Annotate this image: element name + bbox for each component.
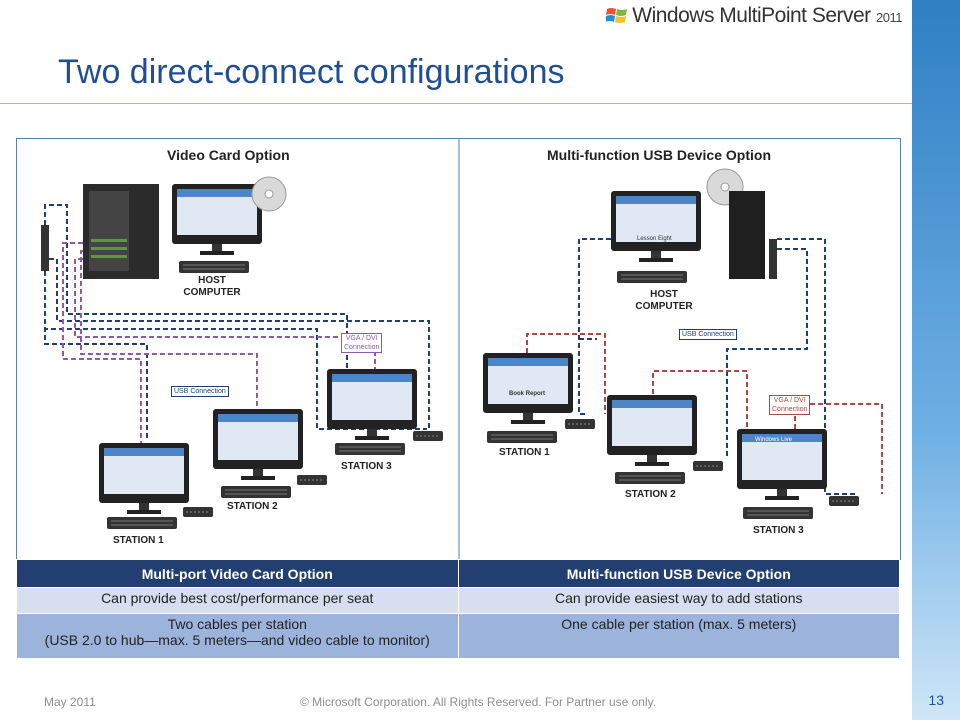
right-vga-cables [526, 333, 883, 494]
left-host-disc-icon [251, 176, 287, 212]
right-accent-bar [912, 0, 960, 720]
left-station-3-label: STATION 3 [341, 461, 392, 472]
left-station-1-hub [182, 506, 214, 518]
right-station-1-label: STATION 1 [499, 447, 550, 458]
logo-text: Windows MultiPoint Server 2011 [632, 4, 902, 27]
left-hub [41, 225, 49, 271]
table-cell: One cable per station (max. 5 meters) [457, 613, 900, 659]
table-row: Two cables per station (USB 2.0 to hub—m… [16, 613, 900, 659]
windows-multipoint-logo: Windows MultiPoint Server 2011 [606, 4, 902, 28]
right-station-2-monitor [607, 395, 697, 466]
comparison-table: Multi-port Video Card Option Multi-funct… [16, 559, 900, 659]
left-vga-connection-label: VGA / DVI Connection [341, 333, 383, 353]
logo-year: 2011 [876, 10, 902, 25]
left-vga-cables [62, 242, 376, 444]
table-header-usb-device: Multi-function USB Device Option [457, 559, 900, 588]
left-station-3-hub [412, 430, 444, 442]
left-station-2-monitor [213, 409, 303, 480]
host-screen-text: Lesson Eight [637, 236, 672, 242]
table-row: Can provide best cost/performance per se… [16, 587, 900, 614]
right-station-3-keyboard [742, 506, 814, 520]
left-station-1-monitor [99, 443, 189, 514]
station1-screen-text: Book Report [509, 391, 545, 397]
diagram-graphics [41, 139, 883, 559]
left-station-2-label: STATION 2 [227, 501, 278, 512]
table-cell: Can provide easiest way to add stations [457, 587, 900, 614]
right-station-3-label: STATION 3 [753, 525, 804, 536]
left-host-keyboard [178, 260, 250, 274]
right-usb-cables [578, 238, 857, 495]
left-host-label: HOST COMPUTER [183, 275, 241, 298]
left-host-tower [83, 184, 159, 279]
table-cell: Two cables per station (USB 2.0 to hub—m… [16, 613, 459, 659]
left-host-monitor [172, 184, 262, 255]
slide-title: Two direct-connect configurations [58, 53, 565, 91]
page-number: 13 [928, 692, 944, 708]
station3-screen-text: Windows Live [755, 437, 793, 443]
footer-date: May 2011 [44, 695, 96, 709]
right-station-2-keyboard [614, 471, 686, 485]
footer-copyright: © Microsoft Corporation. All Rights Rese… [300, 695, 657, 709]
windows-flag-icon [606, 8, 628, 23]
right-host-keyboard [616, 270, 688, 284]
left-station-1-keyboard [106, 516, 178, 530]
configuration-diagram: Video Card Option Multi-function USB Dev… [16, 138, 901, 560]
right-station-1-keyboard [486, 430, 558, 444]
left-station-3-keyboard [334, 442, 406, 456]
left-station-1-label: STATION 1 [113, 535, 164, 546]
right-host-label: HOST COMPUTER [635, 289, 693, 312]
table-header-video-card: Multi-port Video Card Option [16, 559, 459, 588]
right-vga-connection-label: VGA / DVI Connection [769, 395, 811, 415]
title-divider [0, 103, 912, 104]
right-usb-connection-label: USB Connection [679, 329, 737, 340]
left-station-2-hub [296, 474, 328, 486]
usb-device-panel-title: Multi-function USB Device Option [547, 147, 771, 163]
right-station-3-hub [828, 495, 860, 507]
left-station-2-keyboard [220, 485, 292, 499]
right-host-tower [729, 191, 777, 279]
table-cell: Can provide best cost/performance per se… [16, 587, 459, 614]
right-station-1-monitor [483, 353, 573, 424]
video-card-panel-title: Video Card Option [167, 147, 290, 163]
right-station-2-label: STATION 2 [625, 489, 676, 500]
right-station-2-hub [692, 460, 724, 472]
right-host-monitor [611, 191, 701, 262]
left-usb-connection-label: USB Connection [171, 386, 229, 397]
right-station-1-hub [564, 418, 596, 430]
